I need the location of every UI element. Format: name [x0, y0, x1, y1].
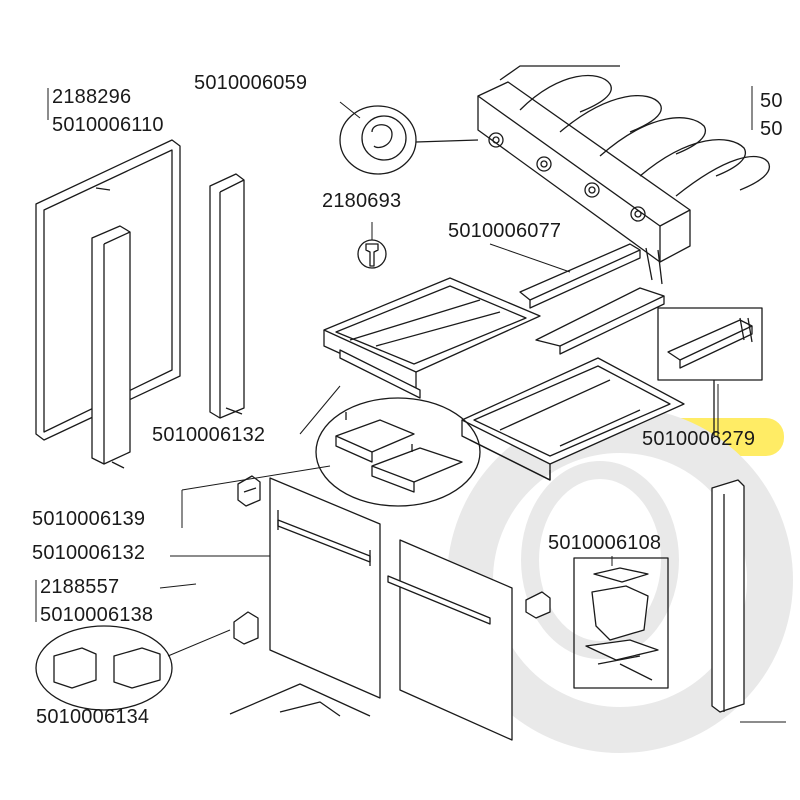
- label-5010006139: 5010006139: [32, 508, 146, 530]
- upper-tray: [323, 277, 541, 399]
- right-door: [387, 539, 513, 741]
- screw-detail: [357, 239, 387, 269]
- label-5010006108: 5010006108: [548, 532, 662, 554]
- label-50-bottom: 50: [760, 118, 783, 140]
- label-2188296: 2188296: [52, 86, 132, 108]
- hinge-right: [525, 591, 551, 619]
- label-5010006279: 5010006279: [642, 428, 756, 450]
- base-frame: [229, 683, 371, 717]
- burner-assembly: [477, 65, 770, 263]
- lower-tray: [461, 357, 685, 481]
- hinge-lower: [233, 611, 259, 645]
- label-50-top: 50: [760, 90, 783, 112]
- leader-lines: [35, 86, 786, 740]
- left-door: [269, 477, 381, 699]
- leg-middle: [209, 173, 245, 419]
- label-2180693: 2180693: [322, 190, 402, 212]
- label-5010006110: 5010006110: [52, 114, 164, 136]
- label-2188557: 2188557: [40, 576, 120, 598]
- knob-detail: [339, 105, 479, 175]
- small-trays-oval: [315, 397, 481, 507]
- bracket-inset: [657, 307, 763, 436]
- basket-inset: [573, 557, 669, 689]
- hinge-set-oval: [35, 625, 173, 711]
- label-5010006132-door: 5010006132: [32, 542, 146, 564]
- label-5010006077: 5010006077: [448, 220, 562, 242]
- label-5010006059: 5010006059: [194, 72, 308, 94]
- leg-left: [91, 225, 131, 469]
- label-5010006138: 5010006138: [40, 604, 154, 626]
- tray-bracket: [519, 243, 665, 355]
- leg-right: [711, 479, 745, 713]
- label-5010006132-tray: 5010006132: [152, 424, 266, 446]
- label-5010006134: 5010006134: [36, 706, 150, 728]
- hinge-upper: [237, 475, 261, 507]
